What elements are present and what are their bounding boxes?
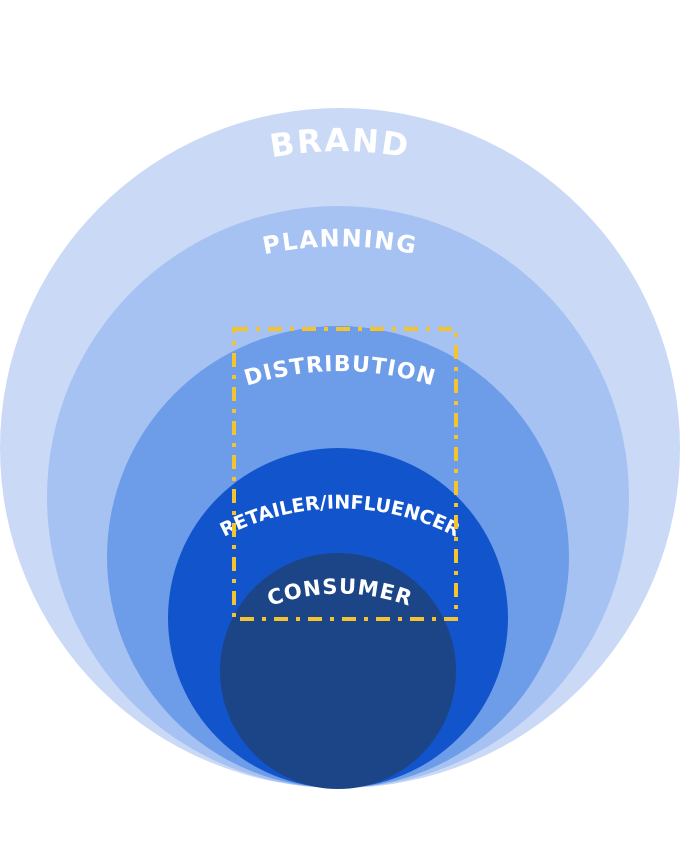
circle-consumer	[220, 553, 456, 789]
highlight-box	[232, 327, 458, 621]
circle-consumer-shape	[220, 553, 456, 789]
brand-label: BRAND	[267, 121, 413, 165]
